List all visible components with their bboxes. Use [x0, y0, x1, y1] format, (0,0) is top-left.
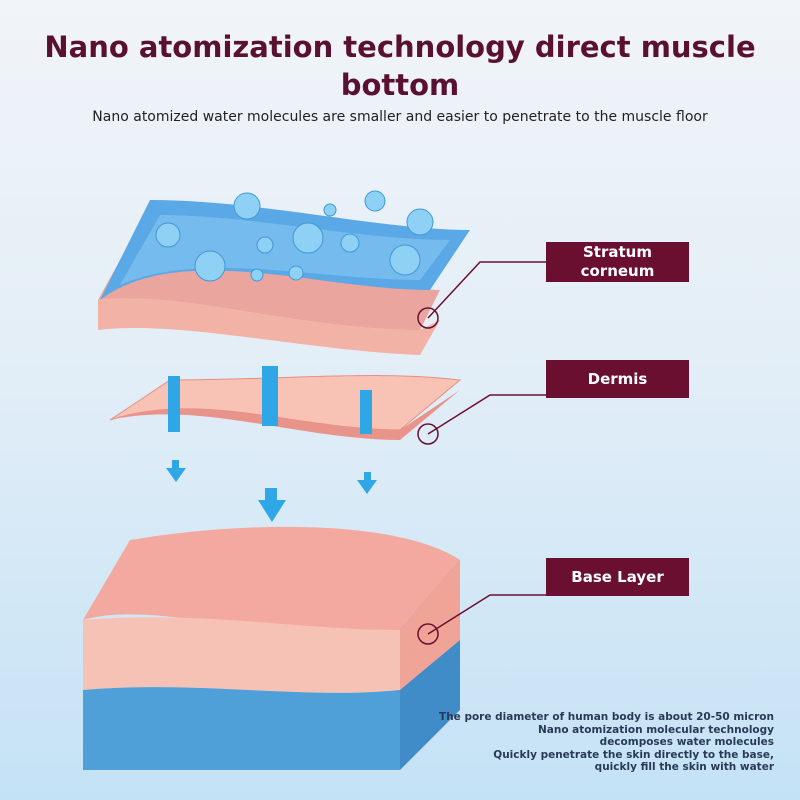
water-bubbles	[155, 190, 434, 282]
base-layer-block	[83, 526, 460, 770]
note-line: The pore diameter of human body is about…	[439, 711, 774, 723]
note-line: Quickly penetrate the skin directly to t…	[493, 748, 774, 761]
penetration-arrows	[166, 366, 377, 522]
note-line: decomposes water molecules	[599, 736, 774, 748]
note-line: Nano atomization molecular technology	[537, 723, 774, 736]
dermis-layer	[109, 375, 462, 440]
note-line: quickly fill the skin with water	[594, 761, 774, 773]
label-dermis: Dermis	[546, 360, 689, 398]
connector-lines	[417, 261, 546, 645]
label-stratum-corneum: Stratum corneum	[546, 242, 689, 282]
label-base-layer: Base Layer	[546, 558, 689, 596]
page-subtitle: Nano atomized water molecules are smalle…	[92, 109, 708, 125]
info-notes: The pore diameter of human body is about…	[439, 711, 774, 774]
page-title: Nano atomization technology direct muscl…	[44, 30, 756, 102]
